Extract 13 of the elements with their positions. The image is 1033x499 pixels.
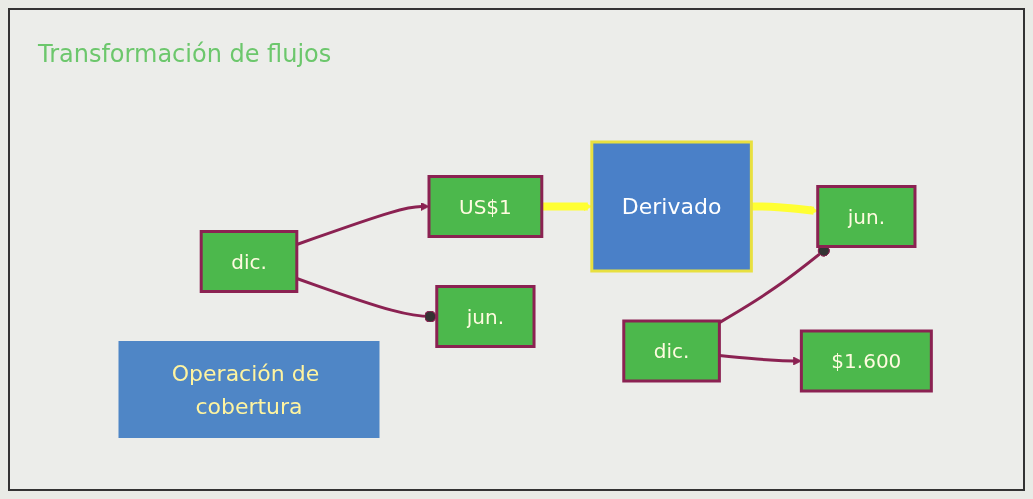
node-box: US$1 [427, 175, 544, 239]
node-box: jun. [435, 285, 536, 349]
connector [296, 277, 437, 323]
arrow [719, 354, 802, 366]
node-box: jun. [816, 185, 917, 249]
node-box: Derivado [590, 140, 753, 273]
node-box: dic. [199, 230, 299, 294]
diagram-title: Transformación de flujos [38, 40, 332, 68]
arrow [541, 202, 593, 212]
node-box: dic. [622, 319, 721, 383]
node-box: $1.600 [799, 329, 933, 393]
node-box: Operación de cobertura [118, 341, 380, 439]
arrow [751, 202, 818, 215]
